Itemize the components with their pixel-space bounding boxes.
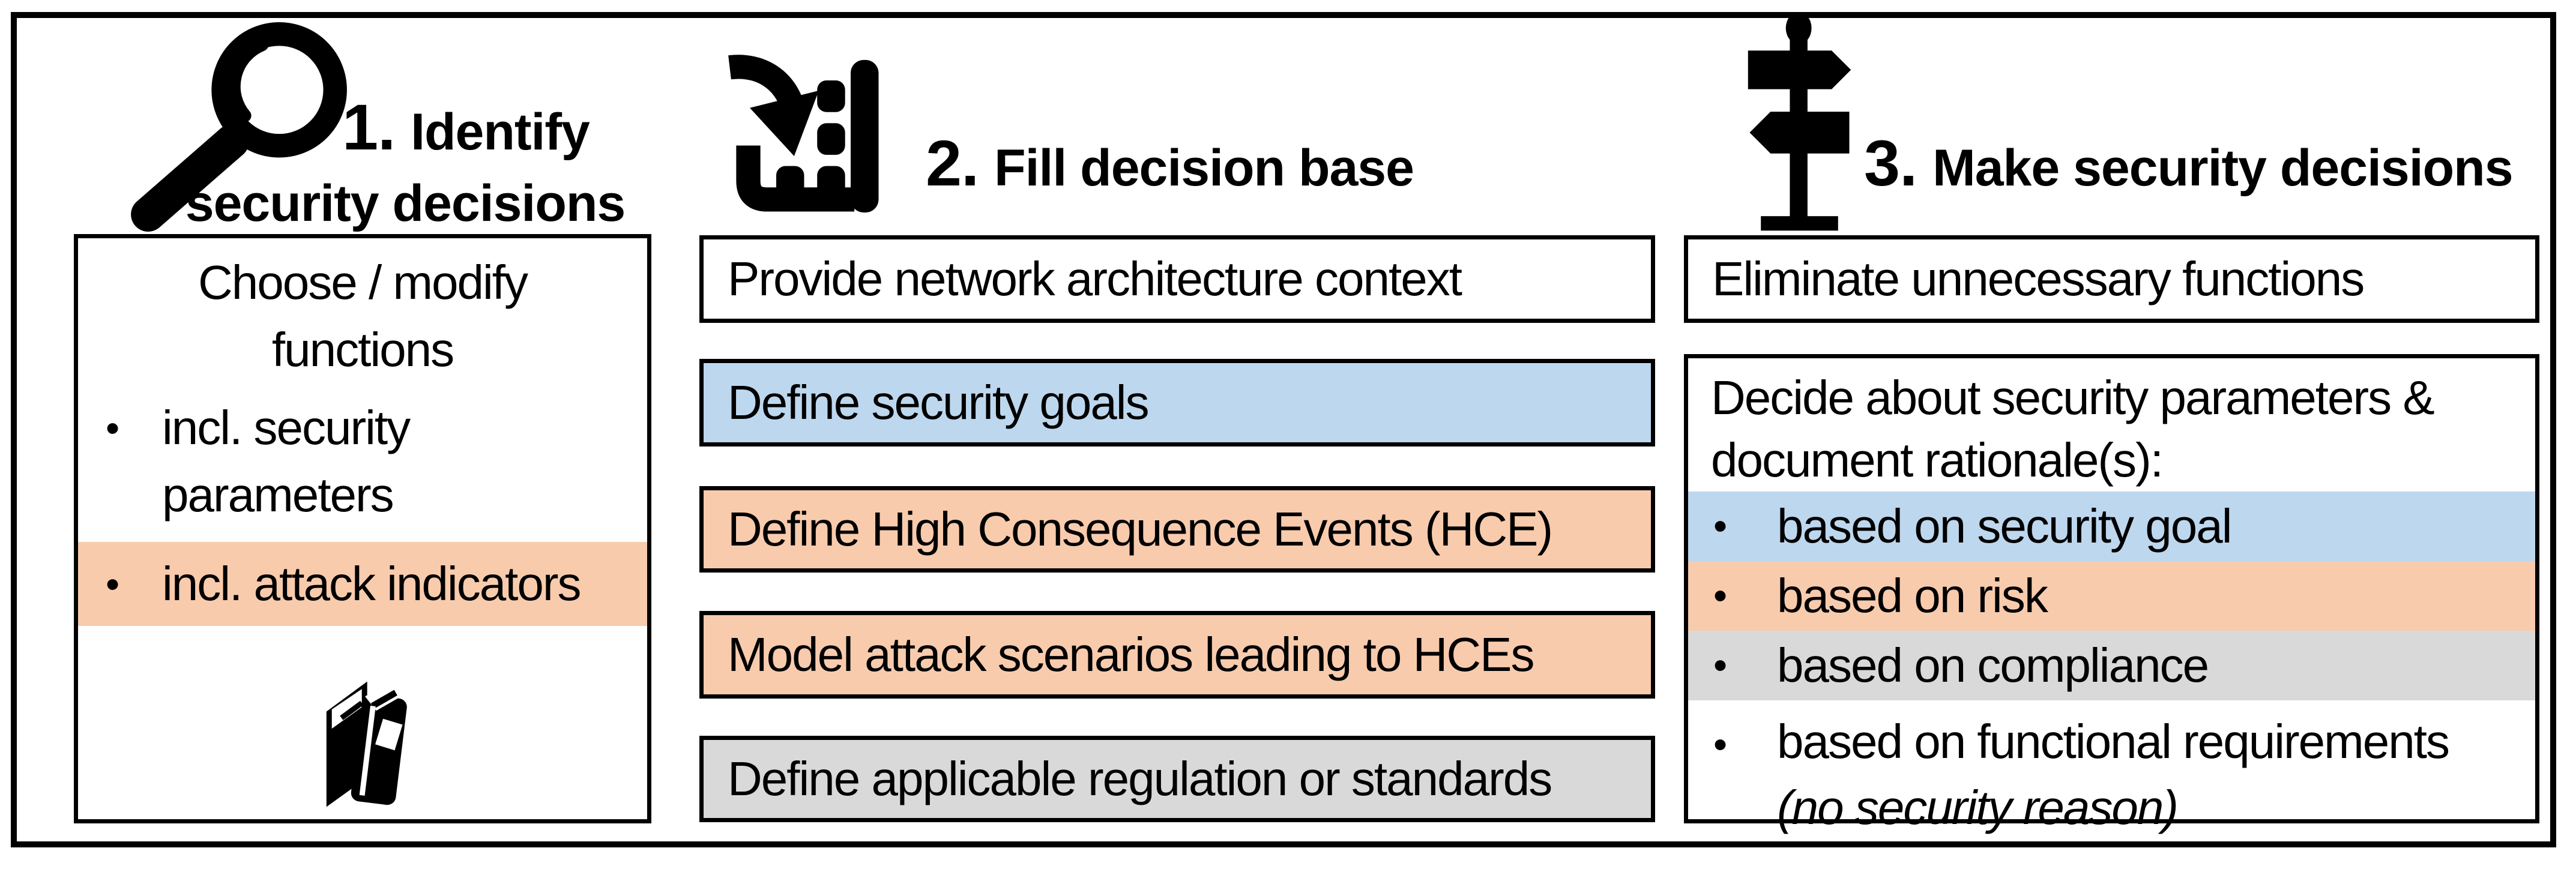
books-icon-wrap	[78, 664, 647, 814]
step2-title-label: Fill decision base	[994, 139, 1414, 197]
step1-bullet-list: • incl. security parameters • incl. atta…	[78, 394, 647, 626]
diagram-frame	[11, 12, 2556, 847]
rationale-text: based on compliance	[1777, 639, 2209, 692]
step1-number: 1.	[342, 91, 396, 163]
bullet-dot: •	[1713, 722, 1727, 766]
decision-box-heading: Decide about security parameters & docum…	[1711, 371, 2435, 487]
rationale-text: based on functional requirements	[1777, 715, 2450, 768]
signpost-icon	[1748, 12, 1851, 231]
list-item: • incl. security parameters	[78, 394, 582, 529]
step1-title-line2: security decisions	[185, 175, 626, 232]
step3-number: 3.	[1864, 127, 1917, 199]
step2-box-attack-scenarios: Model attack scenarios leading to HCEs	[699, 611, 1655, 699]
step1-title: 1. Identify	[342, 95, 590, 160]
bullet-dot: •	[1713, 504, 1727, 549]
box-label: Define applicable regulation or standard…	[728, 752, 1552, 805]
bullet-dot: •	[106, 406, 119, 450]
list-item-text: incl. attack indicators	[162, 557, 582, 610]
fill-decision-base-icon	[728, 55, 879, 213]
bullet-dot: •	[106, 562, 119, 606]
step1-box: Choose / modify functions • incl. securi…	[74, 234, 651, 823]
list-item-text: incl. security parameters	[162, 401, 411, 522]
box-label: Provide network architecture context	[728, 252, 1462, 305]
step3-title: 3. Make security decisions	[1864, 127, 2514, 199]
step2-number: 2.	[926, 127, 979, 199]
step3-decision-box: Decide about security parameters & docum…	[1684, 354, 2539, 834]
box-label: Define security goals	[728, 376, 1150, 429]
rationale-note: (no security reason)	[1777, 781, 2179, 834]
step3-box-eliminate-functions: Eliminate unnecessary functions	[1684, 235, 2539, 323]
magnifier-icon	[131, 22, 347, 232]
rationale-text: based on risk	[1777, 569, 2048, 622]
step1-title-line1: Identify	[411, 103, 590, 161]
rationale-row-compliance: • based on compliance	[1688, 631, 2535, 700]
list-item-highlighted: • incl. attack indicators	[78, 542, 647, 626]
rationale-row-risk: • based on risk	[1688, 561, 2535, 631]
step3-title-label: Make security decisions	[1932, 139, 2513, 197]
bullet-dot: •	[1713, 643, 1727, 688]
step1-box-heading: Choose / modify functions	[198, 256, 528, 376]
rationale-row-security-goal: • based on security goal	[1688, 492, 2535, 561]
rationale-row-functional-requirements: • based on functional requirements (no se…	[1688, 700, 2535, 840]
step2-box-hce: Define High Consequence Events (HCE)	[699, 486, 1655, 573]
box-label: Define High Consequence Events (HCE)	[728, 502, 1553, 556]
step2-box-security-goals: Define security goals	[699, 359, 1655, 447]
books-icon	[326, 681, 407, 807]
box-label: Eliminate unnecessary functions	[1712, 252, 2365, 305]
step2-box-network-context: Provide network architecture context	[699, 235, 1655, 323]
box-label: Model attack scenarios leading to HCEs	[728, 628, 1534, 681]
rationale-text: based on security goal	[1777, 499, 2233, 553]
bullet-dot: •	[1713, 573, 1727, 618]
step2-title: 2. Fill decision base	[926, 131, 1414, 196]
step2-box-regulation: Define applicable regulation or standard…	[699, 736, 1655, 822]
